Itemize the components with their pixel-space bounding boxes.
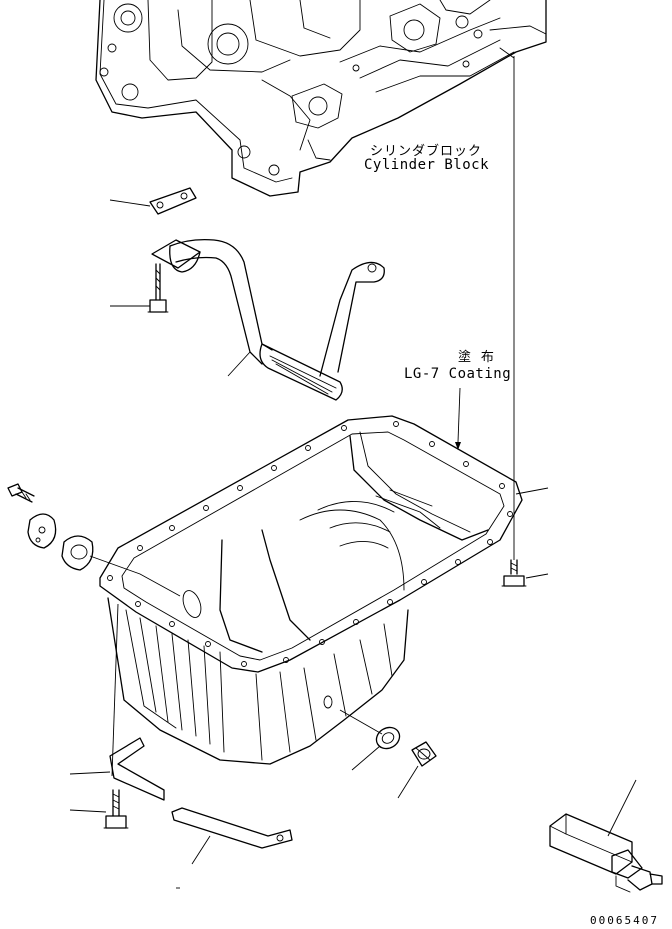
cylinder-block-label-jp: シリンダブロック bbox=[370, 144, 483, 159]
coating-arrowhead bbox=[455, 442, 461, 450]
leader-bracket-bolt bbox=[70, 810, 106, 812]
leader-oil-pan bbox=[516, 488, 548, 494]
side-cover bbox=[28, 514, 56, 548]
leader-drain-plug bbox=[398, 766, 418, 798]
leader-oil-pan-bolt bbox=[526, 574, 548, 578]
oil-pan-bolt bbox=[502, 560, 526, 586]
leader-gauge bbox=[608, 780, 636, 836]
side-cover-gasket bbox=[62, 536, 93, 570]
leader-drain-washer bbox=[352, 746, 380, 770]
leader-drain-hole bbox=[340, 710, 382, 734]
bracket-plate bbox=[172, 808, 292, 848]
leader-strainer bbox=[228, 352, 250, 376]
oil-pan bbox=[100, 416, 522, 764]
coating-label: LG-7 Coating bbox=[404, 366, 512, 382]
leader-gasket bbox=[110, 200, 150, 206]
leader-pan-to-bracket bbox=[112, 604, 118, 776]
strainer-gasket bbox=[150, 188, 196, 214]
strainer-bolt bbox=[148, 264, 168, 312]
drain-washer bbox=[373, 723, 404, 752]
coating-label-jp: 塗 布 bbox=[458, 350, 495, 365]
gauge-fitting bbox=[550, 814, 662, 892]
cover-bolt bbox=[8, 484, 34, 502]
bracket-bolt bbox=[104, 790, 128, 828]
leader-bracket-left bbox=[70, 772, 110, 774]
leader-coating bbox=[458, 388, 460, 442]
drain-plug bbox=[412, 742, 436, 766]
oil-strainer bbox=[152, 240, 384, 400]
bracket-left bbox=[110, 738, 164, 800]
cylinder-block-label: Cylinder Block bbox=[364, 157, 490, 173]
drawing-number: 00065407 bbox=[590, 914, 659, 927]
leader-cover bbox=[90, 556, 180, 596]
cylinder-block bbox=[96, 0, 546, 196]
leader-bracket-plate bbox=[192, 836, 210, 864]
